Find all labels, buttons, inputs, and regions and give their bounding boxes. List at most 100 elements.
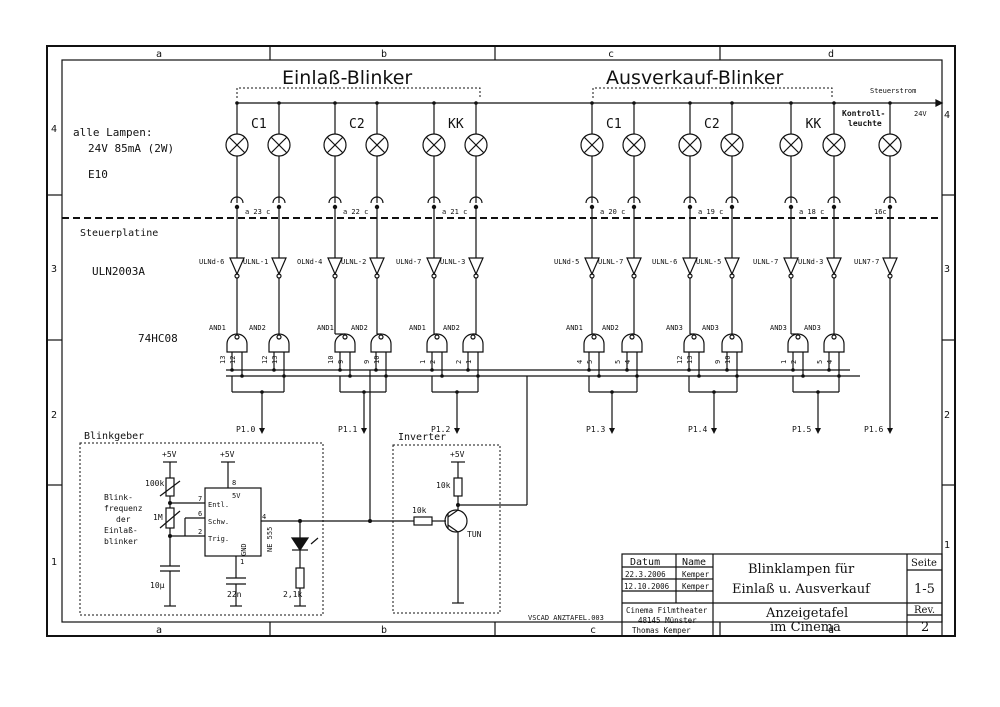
- channel-1-driver-a-label: ULNd-6: [199, 258, 224, 266]
- inverter-circuit: [410, 461, 527, 604]
- datum-header: Datum: [630, 557, 660, 568]
- ic-pin-7: 7: [198, 495, 202, 503]
- subtitle-line1: Anzeigetafel: [765, 606, 848, 621]
- channel-3-lamp-a-icon-rail-dot: [432, 101, 436, 105]
- channel-6-lamp-a-icon-connector: [784, 196, 798, 204]
- ic-pin-8: 8: [232, 479, 236, 487]
- kontroll-label-line2: leuchte: [848, 119, 882, 128]
- channel-1-lamp-b-icon-rail-dot: [277, 101, 281, 105]
- channel-5-lamp-a-icon-connector: [683, 196, 697, 204]
- blinkgeber-dots: [168, 501, 372, 538]
- kontroll-lamp-icon-connector: [883, 196, 897, 204]
- channel-3-and-gate-b-icon-bubble: [470, 334, 476, 340]
- rev-row2-name: Kemper: [682, 582, 710, 591]
- channel-6-lamp-a-icon-connector-pin: [788, 204, 794, 210]
- channel-6-and-gate-b-icon: [823, 333, 845, 353]
- channel-3-and-a-label: AND1: [409, 324, 426, 332]
- channel-3-driver-a-label: ULNd-7: [396, 258, 421, 266]
- channel-2-and-a-label: AND1: [317, 324, 334, 332]
- enable-bus: [226, 369, 860, 521]
- channel-4-and-gate-a-icon: [583, 333, 605, 353]
- channel-6-port-dot: [816, 390, 820, 394]
- inverter-transistor: TUN: [467, 530, 482, 539]
- channel-4-lamp-a-icon-connector: [585, 196, 599, 204]
- inverter-junction: [456, 503, 460, 507]
- channel-5-and-b-label: AND3: [702, 324, 719, 332]
- steuerplatine-label: Steuerplatine: [80, 228, 158, 239]
- channel-1-connector-label: a 23 c: [245, 208, 270, 216]
- kontroll-port-label: P1.6: [864, 425, 883, 434]
- einlass-title: Einlaß-Blinker: [282, 67, 412, 89]
- firm-line1: Cinema Filmtheater: [626, 606, 708, 615]
- seite-header: Seite: [911, 558, 937, 569]
- channel-3-lamp-a-icon-connector: [427, 196, 441, 204]
- channel-2-group-label: C2: [349, 117, 365, 132]
- channel-2-pin-a1: 10: [327, 356, 335, 364]
- inverter-vcc: +5V: [450, 450, 465, 459]
- ic-label-ne555: NE 555: [266, 527, 274, 552]
- kontroll-lamp-icon-driver: [882, 257, 898, 276]
- ic-pin-1: 1: [240, 558, 244, 566]
- blinkgeber-label: Blinkgeber: [84, 431, 144, 442]
- channel-5-group-label: C2: [704, 117, 720, 132]
- channel-3-and-gate-a-icon: [426, 333, 448, 353]
- row-number-2-right: 2: [944, 410, 950, 421]
- channel-5-lamp-b-icon-connector: [725, 196, 739, 204]
- channel-2-lamp-b-icon-rail-dot: [375, 101, 379, 105]
- channel-5-pin-a2: 13: [686, 356, 694, 364]
- channel-2-lamp-a-icon-cross-b: [327, 137, 343, 153]
- channel-3-connector-label: a 21 c: [442, 208, 467, 216]
- channel-2-port-dot: [362, 390, 366, 394]
- kontroll-lamp-icon-connector-pin: [887, 204, 893, 210]
- inverter-r-base: 10k: [412, 506, 427, 515]
- channel-1-and-a-label: AND1: [209, 324, 226, 332]
- channel-1-port-arrow: [259, 428, 265, 434]
- channel-6-driver-a-label: ULNL-7: [753, 258, 778, 266]
- row-number-3-left: 3: [51, 264, 57, 275]
- channel-6-connector-label: a 18 c: [799, 208, 824, 216]
- channel-1-lamp-b-icon-driver: [271, 257, 287, 276]
- channel-2-lamp-a-icon-connector: [328, 196, 342, 204]
- firm-line3: Thomas Kemper: [632, 626, 691, 635]
- channel-6-pin-a2: 2: [790, 360, 798, 364]
- channel-4-driver-b-label: ULNL-7: [598, 258, 623, 266]
- freq-line-5: blinker: [104, 537, 138, 546]
- channel-3-lamp-b-icon-cross-b: [468, 137, 484, 153]
- channel-4-lamp-b-icon-rail-dot: [632, 101, 636, 105]
- channel-1-and-gate-a-icon: [226, 333, 248, 353]
- channel-6-lamp-b-icon-rail-dot: [832, 101, 836, 105]
- lamp-spec-line1: alle Lampen:: [73, 126, 152, 139]
- channel-1-and-gate-b-icon-bubble: [276, 334, 282, 340]
- ic-label-schw: Schw.: [208, 518, 229, 526]
- channel-2-and-gate-a-icon: [334, 333, 356, 353]
- supply-voltage-label: 24V: [914, 110, 927, 118]
- blinkgeber-vcc2: +5V: [220, 450, 235, 459]
- rev-header: Rev.: [914, 605, 935, 616]
- channel-5-pin-a1: 12: [676, 356, 684, 364]
- blinkgeber-r1: 100k: [145, 479, 164, 488]
- channel-2-and-gate-a-icon-bubble: [342, 334, 348, 340]
- channel-1-port-label: P1.0: [236, 425, 255, 434]
- row-number-4-right: 4: [944, 110, 950, 121]
- drawing-title-line1: Blinklampen für: [748, 562, 855, 577]
- channel-5-lamp-a-icon-cross-b: [682, 137, 698, 153]
- channel-6-lamp-b-icon-cross-b: [826, 137, 842, 153]
- channel-3-port-arrow: [454, 428, 460, 434]
- col-letter-c-bottom: c: [590, 625, 596, 636]
- channel-6-pin-b1: 5: [816, 360, 824, 364]
- channel-5-lamp-a-icon-driver: [682, 257, 698, 276]
- channel-5-lamp-b-icon-rail-dot: [730, 101, 734, 105]
- col-letter-d-bottom: d: [828, 625, 834, 636]
- blinkgeber-c2: 22n: [227, 590, 242, 599]
- drawing-title-line2: Einlaß u. Ausverkauf: [732, 582, 871, 597]
- channel-3-and-gate-b-icon: [462, 333, 484, 353]
- title-block-text: Datum Name 22.3.2006 Kemper 12.10.2006 K…: [624, 557, 937, 635]
- channel-1-port-dot: [260, 390, 264, 394]
- channel-3-group-label: KK: [448, 117, 464, 132]
- ic-pin-2: 2: [198, 528, 202, 536]
- channel-2-connector-label: a 22 c: [343, 208, 368, 216]
- channel-4-lamp-b-icon-connector-pin: [631, 204, 637, 210]
- channel-3-lamp-b-icon-connector-pin: [473, 204, 479, 210]
- channel-6-lamp-a-icon-driver: [783, 257, 799, 276]
- channel-6-and-a-label: AND3: [770, 324, 787, 332]
